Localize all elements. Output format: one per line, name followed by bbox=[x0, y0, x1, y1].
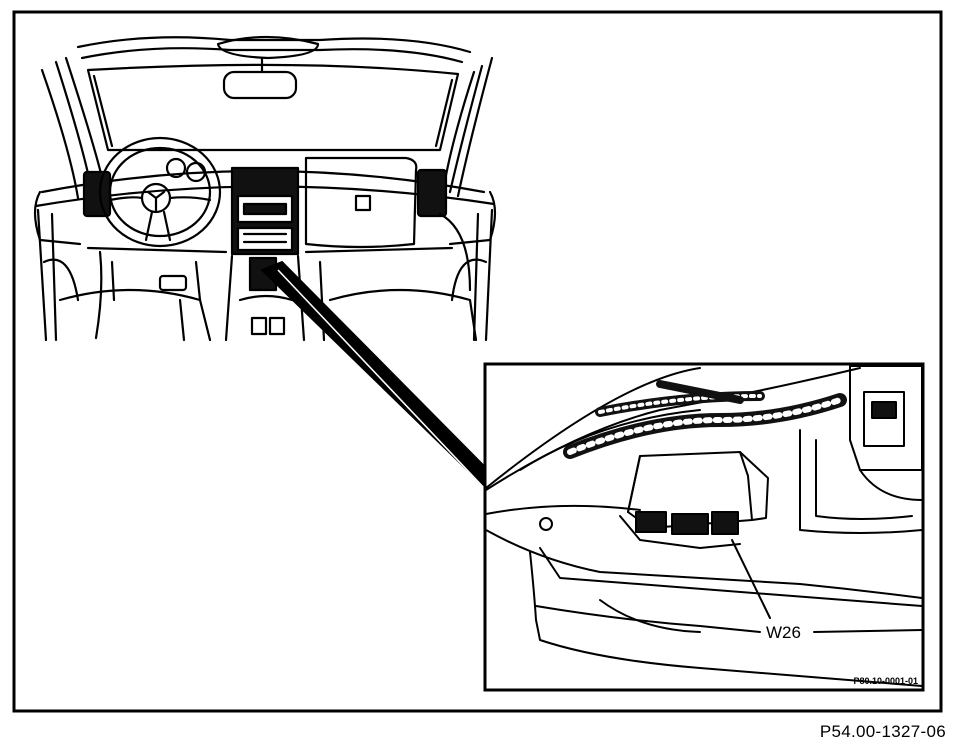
detail-inset-drawing bbox=[485, 365, 923, 687]
car-interior-overview bbox=[33, 35, 497, 342]
callout-w26-label: W26 bbox=[766, 623, 801, 642]
figure-code: P54.00-1327-06 bbox=[819, 722, 946, 741]
inset-figure-code: P80.10-0001-01 bbox=[853, 676, 918, 686]
outer-frame bbox=[12, 10, 943, 713]
